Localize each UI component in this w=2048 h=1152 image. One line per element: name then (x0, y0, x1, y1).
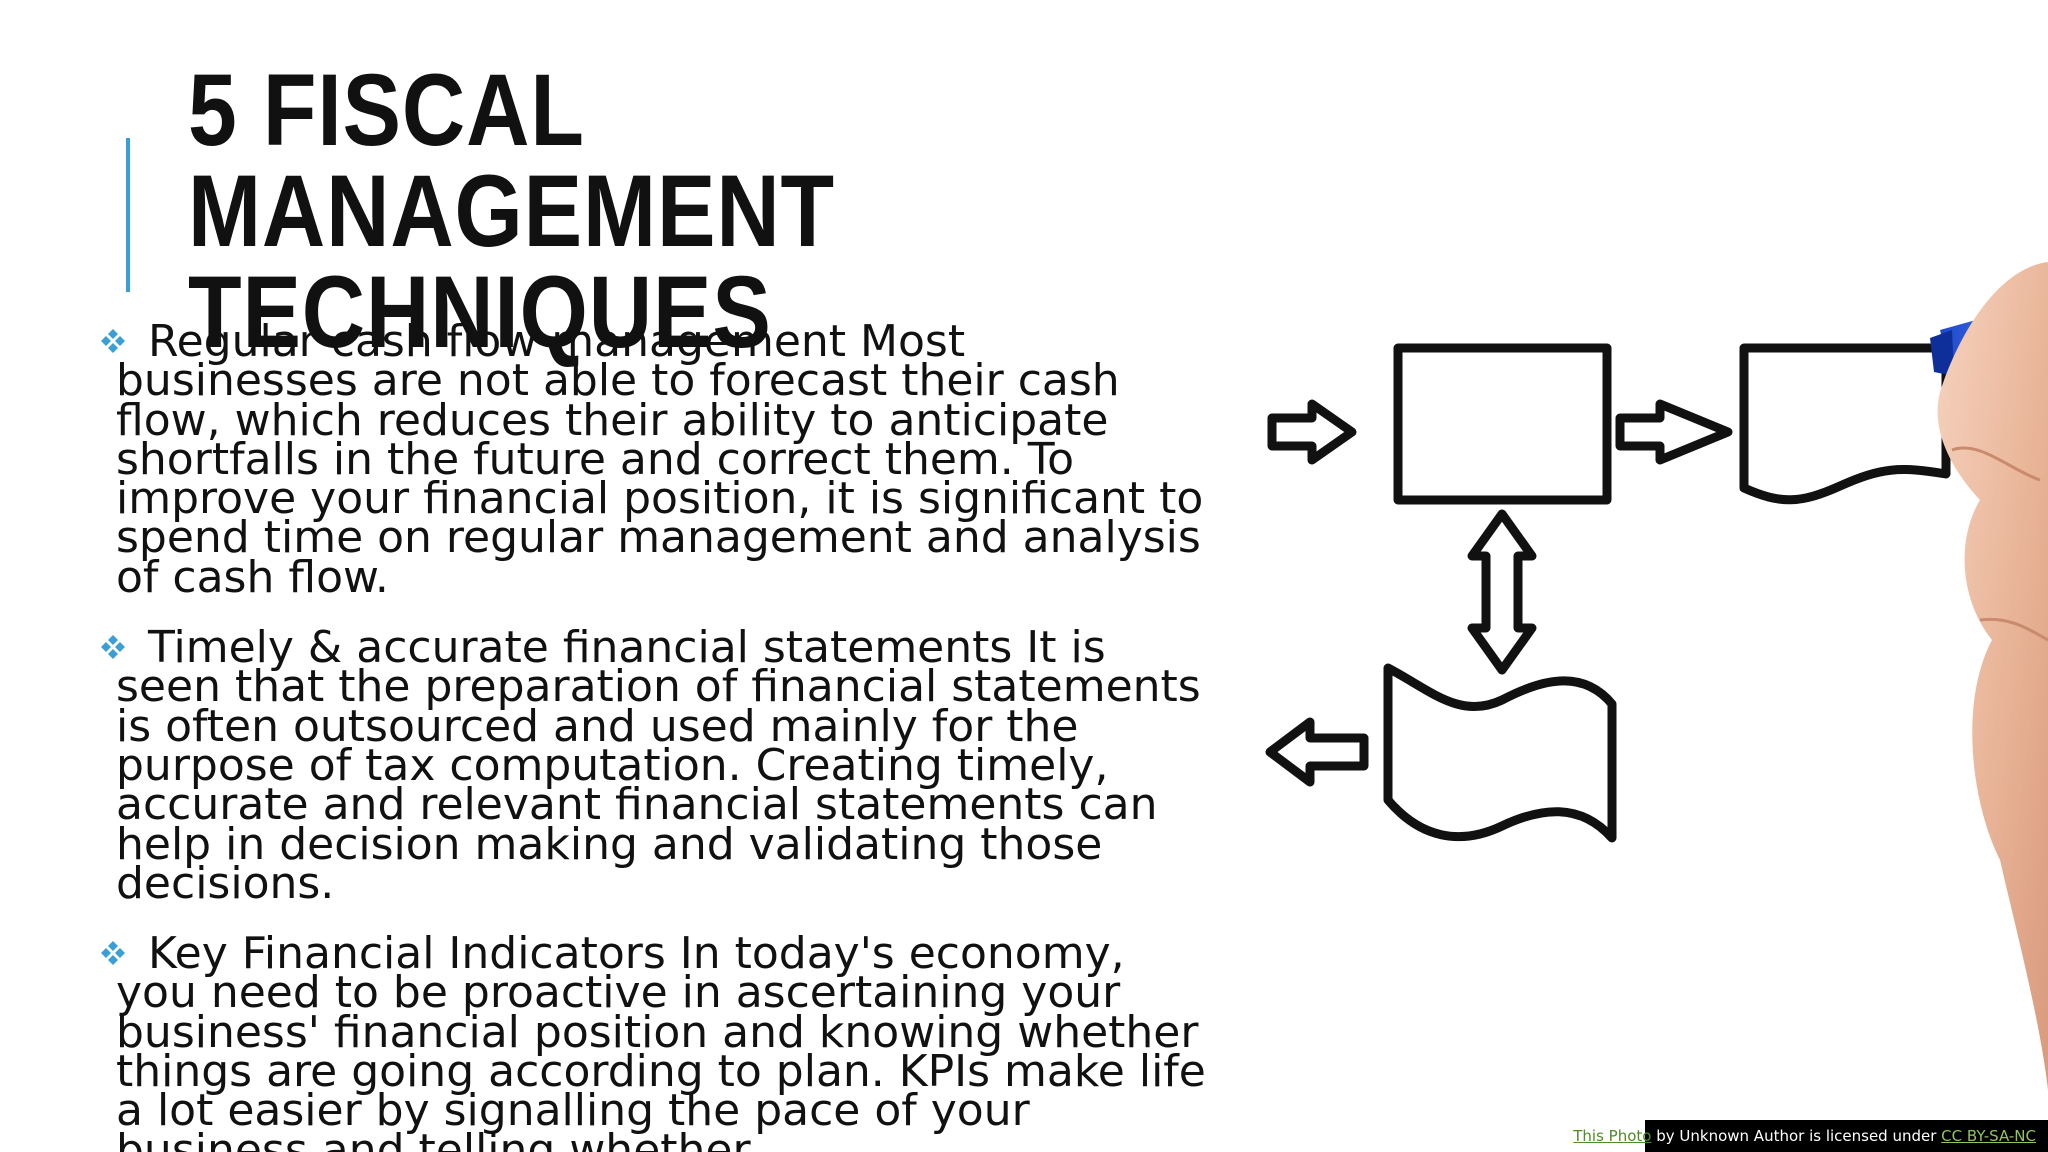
list-item: Timely & accurate financial statements I… (100, 626, 1210, 905)
photo-credit: This Photo by Unknown Author is licensed… (1573, 1120, 2048, 1152)
license-link[interactable]: CC BY-SA-NC (1941, 1127, 2036, 1145)
four-diamond-bullet-icon (101, 941, 125, 966)
credit-text: by Unknown Author is licensed under (1651, 1127, 1942, 1145)
slide-title: 5 Fiscal Management Techniques (188, 53, 835, 369)
bullet-list: Regular cash flow management Most busine… (100, 322, 1210, 1152)
photo-source-link[interactable]: This Photo (1573, 1127, 1652, 1145)
bullet-text: Timely & accurate financial statements I… (116, 622, 1201, 909)
list-item: Regular cash flow management Most busine… (100, 322, 1210, 599)
list-item: Key Financial Indicators In today's econ… (100, 932, 1210, 1152)
bullet-text: Key Financial Indicators In today's econ… (116, 928, 1206, 1152)
bullet-text: Regular cash flow management Most busine… (116, 322, 1204, 603)
four-diamond-bullet-icon (101, 635, 125, 660)
flowchart-drawing-hand-icon (1265, 262, 2048, 1090)
title-accent-bar (126, 138, 130, 292)
four-diamond-bullet-icon (101, 329, 125, 353)
